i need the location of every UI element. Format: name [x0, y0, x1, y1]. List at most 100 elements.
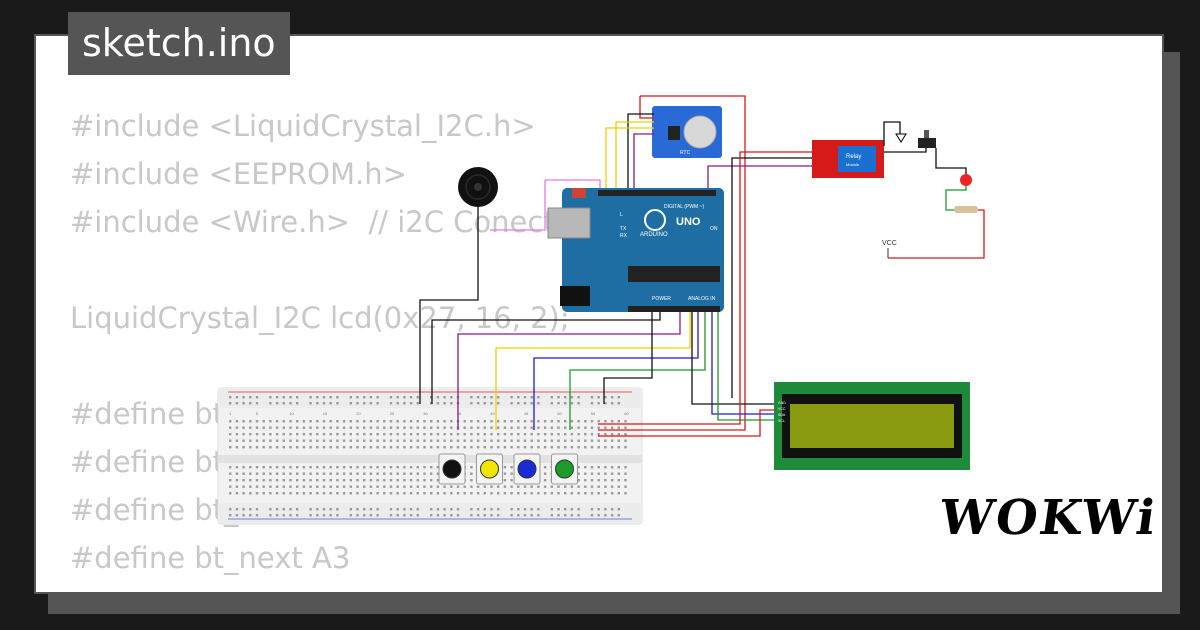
breadboard-hole — [584, 466, 587, 469]
breadboard-hole — [369, 508, 373, 511]
breadboard-hole — [517, 402, 520, 405]
wire-rtc-vcc[interactable] — [598, 95, 746, 431]
breadboard-hole — [242, 433, 245, 436]
breadboard-hole — [483, 402, 486, 405]
wire-button-4[interactable] — [569, 312, 706, 430]
breadboard-hole — [269, 479, 272, 482]
relay-block — [838, 146, 876, 172]
breadboard-hole — [510, 479, 513, 482]
wire-lcd-gnd[interactable] — [691, 312, 774, 405]
breadboard-hole — [463, 485, 466, 488]
wire-button-gnd[interactable] — [431, 312, 661, 404]
breadboard-hole — [597, 433, 600, 436]
wire-button-2[interactable] — [495, 312, 691, 430]
breadboard-hole — [550, 439, 553, 442]
switch[interactable] — [895, 130, 936, 148]
breadboard-hole — [423, 472, 426, 475]
breadboard-hole — [336, 396, 339, 399]
breadboard-hole — [530, 402, 533, 405]
breadboard-hole — [235, 508, 239, 511]
rtc-module[interactable]: RTC — [652, 106, 722, 158]
breadboard-hole — [503, 485, 507, 488]
breadboard-hole — [550, 514, 553, 517]
wire-relay-in[interactable] — [707, 165, 812, 188]
wire-relay-vcc[interactable] — [598, 151, 812, 425]
breadboard-hole — [423, 426, 426, 429]
breadboard-hole — [483, 420, 486, 423]
wires[interactable] — [419, 95, 985, 437]
breadboard-hole — [289, 426, 292, 429]
wire-lcd-scl[interactable] — [717, 312, 774, 421]
breadboard-hole — [430, 402, 433, 405]
wire-rtc-sda[interactable] — [615, 121, 654, 188]
file-title[interactable]: sketch.ino — [68, 12, 290, 75]
breadboard-hole — [383, 472, 386, 475]
breadboard-hole — [349, 485, 352, 488]
arduino-uno[interactable]: UNO ARDUINO DIGITAL (PWM ~) POWER ANALOG… — [547, 188, 724, 312]
breadboard-hole — [517, 492, 520, 495]
breadboard-hole — [497, 396, 500, 399]
breadboard-hole — [376, 508, 379, 511]
breadboard-hole — [470, 426, 473, 429]
slide-switch[interactable] — [918, 138, 936, 148]
breadboard-hole — [557, 446, 560, 449]
breadboard-hole — [443, 396, 446, 399]
breadboard-hole — [369, 402, 373, 405]
buzzer[interactable] — [458, 167, 498, 207]
breadboard-hole — [376, 479, 379, 482]
breadboard-hole — [597, 508, 600, 511]
breadboard-hole — [403, 439, 406, 442]
wire-switch-led[interactable] — [935, 148, 967, 174]
breadboard-hole — [409, 433, 413, 436]
breadboard-hole — [396, 396, 399, 399]
resistor[interactable] — [954, 206, 978, 213]
breadboard-hole — [363, 492, 366, 495]
breadboard-hole — [409, 492, 413, 495]
breadboard-hole — [349, 508, 352, 511]
breadboard-hole — [436, 492, 440, 495]
breadboard-hole — [543, 433, 547, 436]
led[interactable] — [960, 174, 972, 186]
code-line: #define bt_ — [70, 493, 239, 527]
wire-buzzer[interactable] — [419, 205, 479, 404]
breadboard-hole — [490, 420, 493, 423]
breadboard-hole — [269, 508, 272, 511]
breadboard-hole — [376, 466, 379, 469]
wire-rtc-vcc-stub[interactable] — [639, 96, 654, 119]
reset-button[interactable] — [572, 188, 586, 198]
breadboard-hole — [617, 439, 620, 442]
wire-rtc-gnd[interactable] — [627, 113, 654, 188]
pushbutton-black[interactable] — [438, 453, 466, 485]
wire-buzzer-signal[interactable] — [490, 180, 546, 231]
wire-lcd-vcc[interactable] — [598, 409, 774, 437]
pushbuttons[interactable] — [438, 453, 578, 485]
wire-relay-gnd[interactable] — [731, 157, 812, 398]
pushbutton-yellow[interactable] — [476, 453, 503, 485]
breadboard-hole — [443, 420, 446, 423]
breadboard-hole — [329, 446, 332, 449]
breadboard-hole — [409, 439, 413, 442]
relay-module[interactable]: Relay Module — [812, 140, 884, 178]
wire-relay-com[interactable] — [883, 121, 901, 146]
pushbutton-green[interactable] — [551, 453, 578, 485]
lcd-display[interactable]: GND VCC SDA SCL — [774, 382, 970, 470]
breadboard-hole — [510, 472, 513, 475]
breadboard-hole — [349, 466, 352, 469]
wire-rtc-sq[interactable] — [633, 133, 654, 188]
wire-lcd-sda[interactable] — [711, 312, 774, 415]
breadboard-hole — [229, 402, 232, 405]
wire-led-resistor[interactable] — [945, 186, 967, 211]
breadboard-hole — [356, 446, 359, 449]
wire-button-1[interactable] — [457, 312, 681, 430]
breadboard-power-rail-bottom — [218, 503, 642, 523]
wire-resistor-vcc[interactable] — [888, 209, 985, 259]
breadboard-hole — [316, 472, 319, 475]
wire-button-3[interactable] — [533, 312, 699, 430]
wire-gnd-rail[interactable] — [603, 312, 653, 404]
pushbutton-blue[interactable] — [513, 453, 541, 485]
breadboard-hole — [550, 433, 553, 436]
wire-rtc-scl[interactable] — [605, 127, 654, 188]
breadboard-hole — [235, 466, 239, 469]
